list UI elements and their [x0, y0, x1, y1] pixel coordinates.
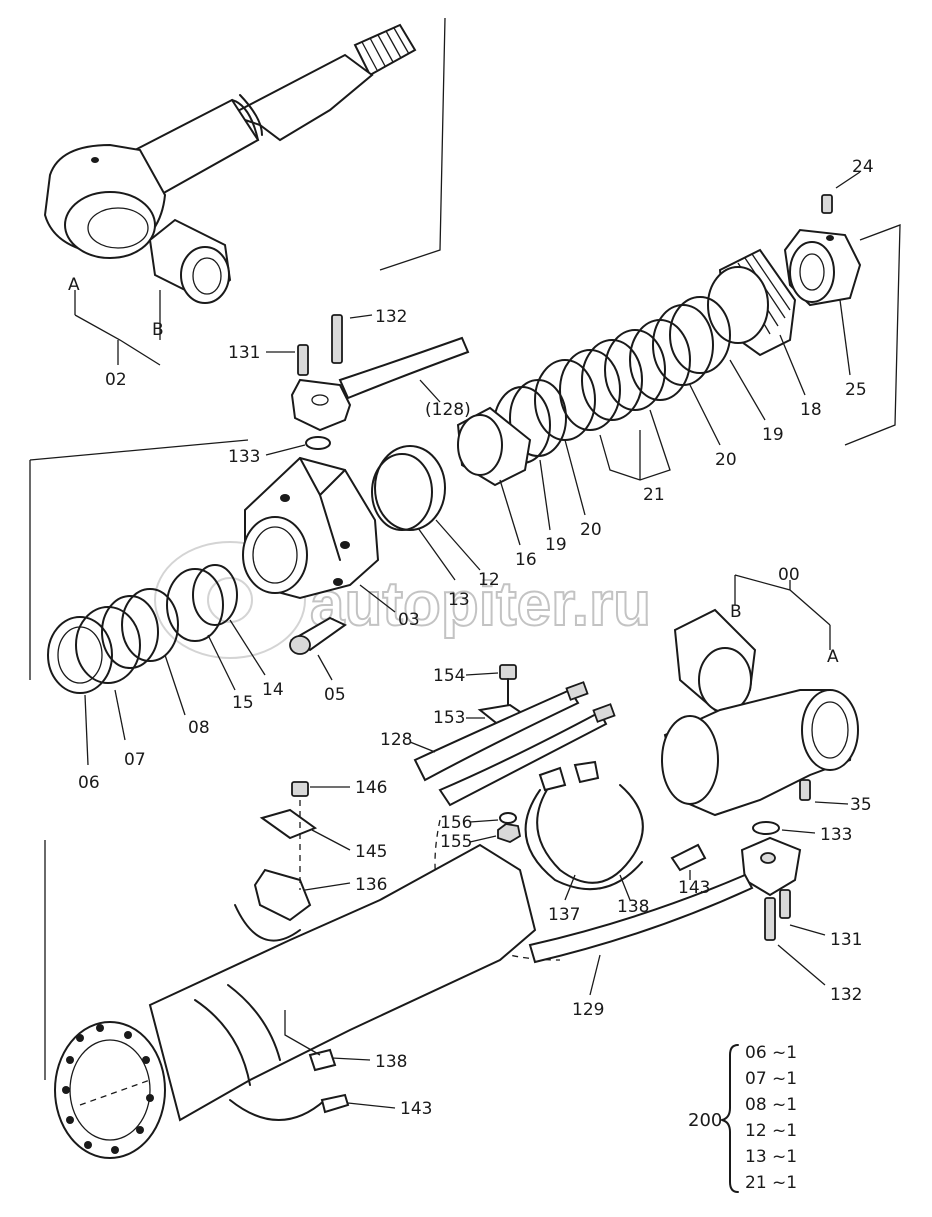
label-21: 21 — [643, 485, 665, 505]
label-A-top: A — [68, 275, 80, 295]
label-129: 129 — [572, 1000, 604, 1020]
kit-item: 12 ~1 — [745, 1121, 797, 1141]
label-128-mid: 128 — [380, 730, 412, 750]
label-155: 155 — [440, 832, 472, 852]
label-133-bottom: 133 — [820, 825, 852, 845]
label-16: 16 — [515, 550, 537, 570]
port-block-assembly — [528, 821, 826, 996]
seal-kit-list: 200 06 ~1 07 ~1 08 ~1 12 ~1 13 ~1 21 ~1 — [688, 1043, 797, 1193]
watermark: autopiter.ru — [154, 541, 652, 659]
label-35: 35 — [850, 795, 872, 815]
label-00: 00 — [778, 565, 800, 585]
label-137: 137 — [548, 905, 580, 925]
label-14: 14 — [262, 680, 284, 700]
cylinder-tube — [44, 781, 537, 1159]
label-07: 07 — [124, 750, 146, 770]
label-05: 05 — [324, 685, 346, 705]
watermark-text: autopiter.ru — [310, 570, 651, 639]
piston-assembly — [456, 171, 901, 546]
cylinder-head-assembly — [29, 314, 481, 766]
label-13: 13 — [448, 590, 470, 610]
label-02: 02 — [105, 370, 127, 390]
kit-item: 06 ~1 — [745, 1043, 797, 1063]
label-06: 06 — [78, 773, 100, 793]
kit-number: 200 — [688, 1110, 722, 1131]
kit-item: 07 ~1 — [745, 1069, 797, 1089]
label-25: 25 — [845, 380, 867, 400]
label-153: 153 — [433, 708, 465, 728]
label-B-top: B — [152, 320, 164, 340]
label-19-left: 19 — [545, 535, 567, 555]
label-132-bottom: 132 — [830, 985, 862, 1005]
label-138-mid: 138 — [617, 897, 649, 917]
label-A-bottom: A — [827, 647, 839, 667]
label-12: 12 — [478, 570, 500, 590]
piston-rod-assembly — [43, 17, 446, 366]
label-19-right: 19 — [762, 425, 784, 445]
label-143-bottom: 143 — [400, 1099, 432, 1119]
label-136: 136 — [355, 875, 387, 895]
label-143-mid: 143 — [678, 878, 710, 898]
cylinder-tube-end — [661, 574, 859, 817]
label-128-top: (128) — [425, 400, 471, 420]
label-08: 08 — [188, 718, 210, 738]
kit-item: 08 ~1 — [745, 1095, 797, 1115]
label-146: 146 — [355, 778, 387, 798]
label-24: 24 — [852, 157, 874, 177]
kit-item: 21 ~1 — [745, 1173, 797, 1193]
label-145: 145 — [355, 842, 387, 862]
label-154: 154 — [433, 666, 465, 686]
label-20-left: 20 — [580, 520, 602, 540]
label-15: 15 — [232, 693, 254, 713]
kit-item: 13 ~1 — [745, 1147, 797, 1167]
label-131-bottom: 131 — [830, 930, 862, 950]
label-03: 03 — [398, 610, 420, 630]
label-131-top: 131 — [228, 343, 260, 363]
label-18: 18 — [800, 400, 822, 420]
label-132-top: 132 — [375, 307, 407, 327]
part-labels: A B 02 24 25 18 19 20 21 20 19 16 12 13 … — [68, 157, 874, 1119]
label-B-bottom: B — [730, 602, 742, 622]
label-156: 156 — [440, 813, 472, 833]
hose-clamp-assembly — [409, 664, 707, 961]
label-133-top: 133 — [228, 447, 260, 467]
label-138-bottom: 138 — [375, 1052, 407, 1072]
label-20-right: 20 — [715, 450, 737, 470]
